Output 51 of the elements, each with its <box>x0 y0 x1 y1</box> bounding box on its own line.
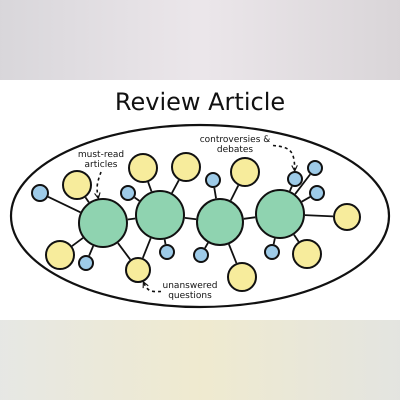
small-detail-circle <box>309 185 325 201</box>
connector-line <box>48 196 81 214</box>
small-detail-circle <box>264 244 280 260</box>
article-circle <box>125 257 151 283</box>
small-detail-circle <box>307 160 323 176</box>
dashed-arrow <box>272 144 298 172</box>
main-topic-circle <box>255 189 305 239</box>
connector-line <box>184 217 196 220</box>
connector-line <box>304 214 334 218</box>
callout-label: controversies & debates <box>198 135 272 155</box>
small-detail-circle <box>193 247 209 263</box>
connector-line <box>294 174 311 195</box>
title: Review Article <box>114 88 286 116</box>
article-circle <box>292 239 322 269</box>
dashed-arrow <box>94 172 102 199</box>
callout-label: unanswered questions <box>162 281 218 301</box>
connector-line <box>128 218 136 220</box>
connector-line <box>272 238 276 244</box>
main-topic-circle <box>196 198 244 246</box>
connector-line <box>117 242 131 260</box>
article-circle <box>45 240 75 270</box>
connector-line <box>230 185 240 201</box>
article-circle <box>62 170 92 200</box>
connector-line <box>213 188 217 198</box>
connector-line <box>171 180 180 194</box>
article-circle <box>227 262 257 292</box>
connector-line <box>147 182 152 192</box>
connector-line <box>301 196 310 202</box>
main-topic-circle <box>78 198 128 248</box>
article-circle <box>128 153 158 183</box>
connector-line <box>134 196 140 202</box>
small-detail-circle <box>287 171 303 187</box>
small-detail-circle <box>78 255 94 271</box>
connector-line <box>88 246 94 256</box>
connector-line <box>164 239 166 244</box>
connector-line <box>72 237 84 247</box>
connector-line <box>228 244 238 264</box>
connector-line <box>244 216 256 220</box>
small-detail-circle <box>205 172 221 188</box>
article-circle <box>171 152 201 182</box>
article-circle <box>230 157 260 187</box>
article-circle <box>333 203 361 231</box>
small-detail-circle <box>159 244 175 260</box>
callout-label: must-read articles <box>76 150 126 170</box>
small-detail-circle <box>120 185 136 201</box>
connector-line <box>142 238 152 258</box>
dashed-arrow <box>142 281 162 292</box>
main-topic-circle <box>135 190 185 240</box>
small-detail-circle <box>31 184 49 202</box>
connector-line <box>293 234 300 242</box>
connector-line <box>84 196 90 203</box>
